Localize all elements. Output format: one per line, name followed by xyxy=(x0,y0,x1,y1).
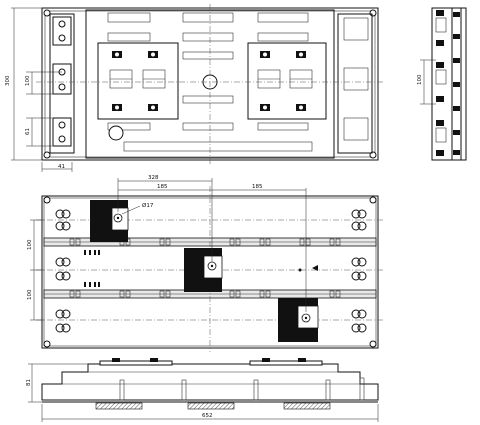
dim-width-label: 652 xyxy=(202,413,213,419)
corner-hole xyxy=(369,9,377,17)
top-view: 300 100 61 41 xyxy=(5,4,384,172)
side-view: 100 xyxy=(417,7,467,161)
terminal-nuts-left xyxy=(55,209,71,333)
module-2 xyxy=(184,248,223,292)
corner-hole xyxy=(43,9,51,17)
mounting-bracket-right xyxy=(247,42,327,120)
dim-bottom-label: 41 xyxy=(58,164,65,170)
mounting-bracket-left xyxy=(97,42,179,120)
side-dim-pitch-label: 100 xyxy=(417,74,423,85)
foot-middle xyxy=(187,402,235,410)
dim-slot-pitch-label: 100 xyxy=(25,75,31,86)
bottom-view: 81 652 xyxy=(26,358,379,422)
dim-height-label: 300 xyxy=(5,75,11,86)
side-view-outline xyxy=(431,7,467,161)
dim-row-top-label: 100 xyxy=(27,239,33,250)
foot-right xyxy=(283,402,331,410)
dim-small-label: 61 xyxy=(25,128,31,135)
dim-hole-label: Ø17 xyxy=(142,202,154,209)
module-3 xyxy=(278,298,319,342)
dim-row-bottom-label: 100 xyxy=(27,289,33,300)
foot-left xyxy=(95,402,143,410)
module-1 xyxy=(90,200,129,242)
arrow-marker xyxy=(312,265,318,271)
dim-185-right-label: 185 xyxy=(252,184,263,190)
corner-hole xyxy=(43,151,51,159)
dim-328-label: 328 xyxy=(148,175,159,181)
terminal-nuts-right xyxy=(351,209,367,333)
dim-185-left-label: 185 xyxy=(157,184,168,190)
left-terminal-strip xyxy=(49,13,75,154)
dim-bottom-height-label: 81 xyxy=(26,379,32,386)
cable-hole xyxy=(108,125,124,141)
bottom-view-outline xyxy=(41,363,379,401)
front-view: 328 185 185 Ø17 100 100 xyxy=(27,175,384,352)
